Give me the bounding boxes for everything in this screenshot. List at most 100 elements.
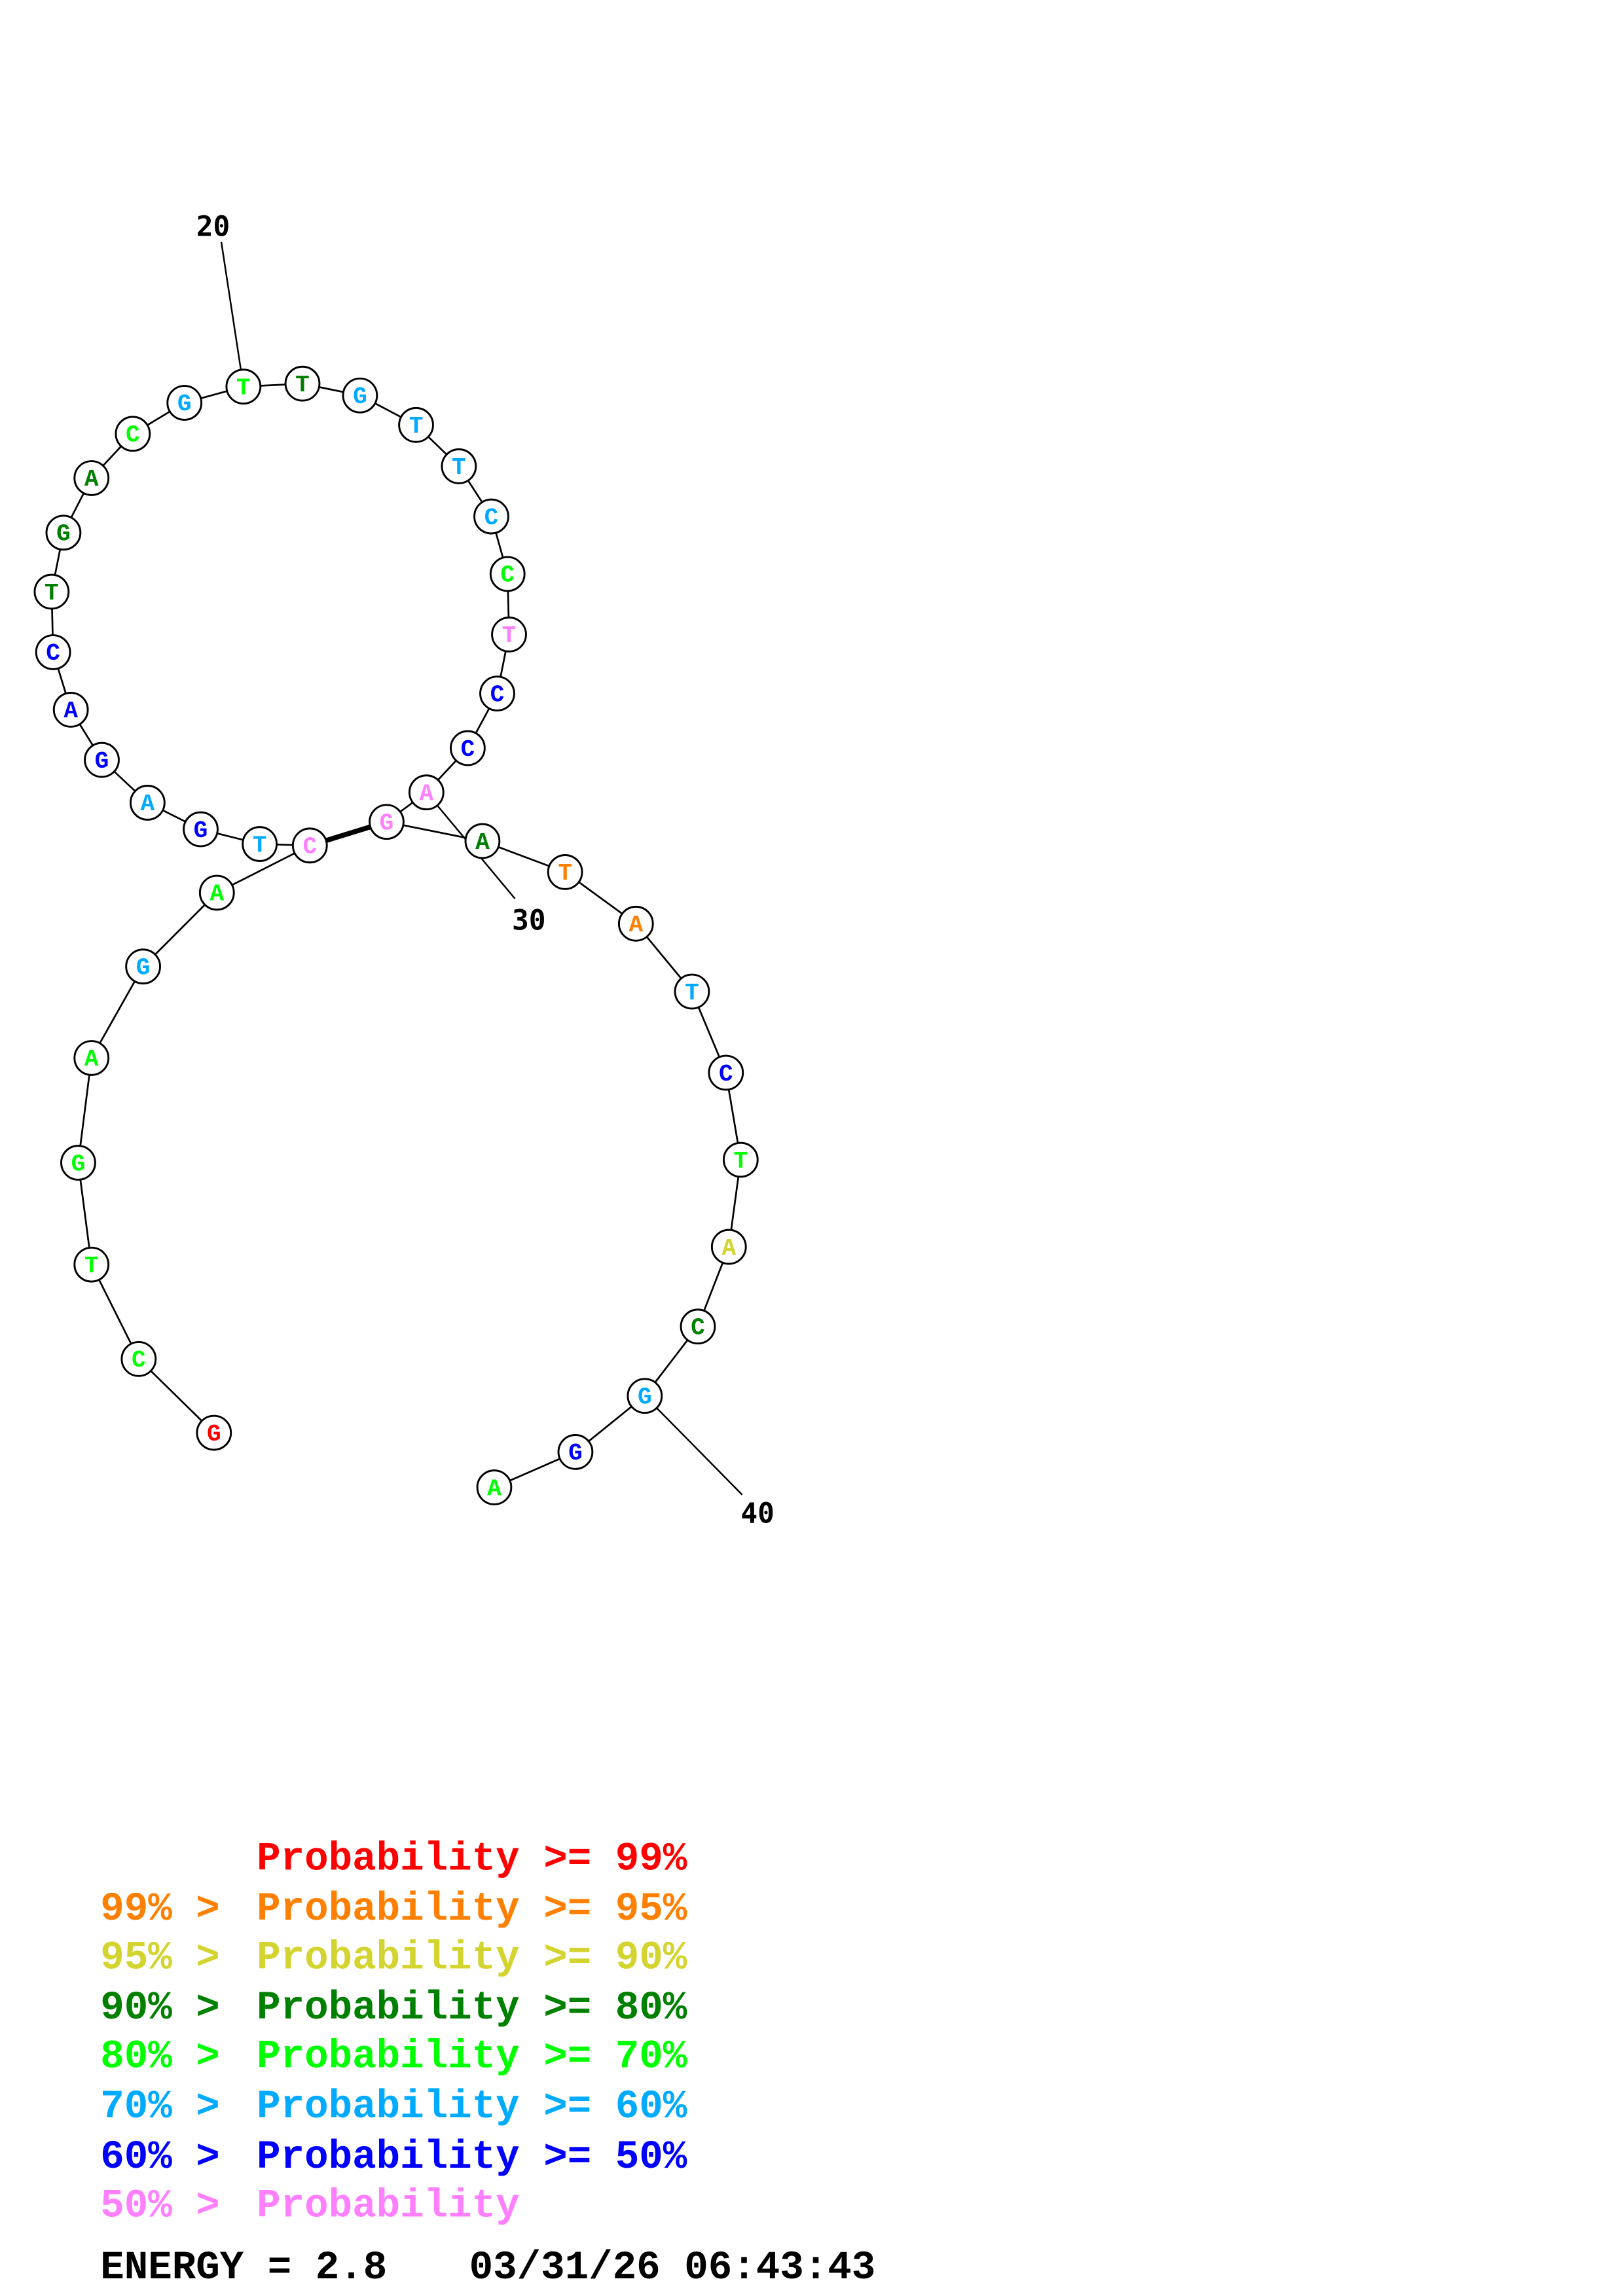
nucleotide-circle <box>115 416 151 452</box>
nucleotide-letter: C <box>126 422 140 449</box>
nucleotide-circle <box>547 854 583 890</box>
nucleotide: C <box>479 675 515 712</box>
position-tick <box>220 242 245 387</box>
nucleotide: T <box>398 406 434 443</box>
nucleotide-letter: T <box>45 580 59 607</box>
nucleotide: A <box>73 460 110 496</box>
legend-text: Probability >= 50% <box>257 2135 687 2180</box>
nucleotide-letter: A <box>475 829 490 856</box>
nucleotide-circle <box>129 785 166 821</box>
nucleotide-circle <box>722 1141 759 1178</box>
nucleotide-circle <box>464 823 501 859</box>
nucleotide-letter: C <box>691 1315 705 1342</box>
nucleotide-letter: G <box>568 1440 583 1467</box>
nucleotide-circle <box>166 385 203 421</box>
nucleotide: C <box>473 498 509 535</box>
nucleotide-circle <box>450 730 486 766</box>
probability-legend: Probability >= 99% 99% > Probability >= … <box>100 1837 687 2229</box>
nucleotide-circle <box>73 460 110 496</box>
nucleotide-circle <box>674 973 710 1010</box>
position-label: 20 <box>196 211 230 243</box>
nucleotide-letter: G <box>177 391 192 418</box>
nucleotide-letter: A <box>141 791 155 817</box>
legend-prefix: 70% > <box>100 2085 244 2130</box>
nucleotide-letter: G <box>194 817 208 844</box>
legend-row: 95% > Probability >= 90% <box>100 1935 687 1981</box>
nucleotide-circle <box>183 811 219 848</box>
nucleotide-letter: A <box>487 1475 501 1502</box>
nucleotide-circle <box>225 368 262 405</box>
nucleotide: C <box>291 827 328 864</box>
nucleotide-letter: C <box>500 562 515 589</box>
nucleotide-circle <box>398 406 434 443</box>
nucleotide: A <box>198 874 235 911</box>
nucleotide-circle <box>45 514 82 551</box>
nucleotide-circle <box>627 1378 663 1414</box>
nucleotide: T <box>73 1246 110 1283</box>
energy-value: ENERGY = 2.8 <box>100 2246 387 2291</box>
nucleotide: T <box>674 973 710 1010</box>
nucleotide-circle <box>369 804 405 840</box>
legend-text: Probability >= 95% <box>257 1887 687 1932</box>
nucleotide: G <box>60 1145 96 1181</box>
legend-row: 50% > Probability <box>100 2183 519 2229</box>
nucleotide: G <box>557 1434 594 1470</box>
nucleotide: C <box>450 730 486 766</box>
legend-row: 70% > Probability >= 60% <box>100 2085 687 2130</box>
nucleotide: G <box>627 1378 663 1414</box>
nucleotide: T <box>491 617 527 653</box>
nucleotide: G <box>84 742 120 778</box>
legend-row: 80% > Probability >= 70% <box>100 2035 687 2080</box>
nucleotide-letter: T <box>734 1148 748 1175</box>
nucleotide: T <box>225 368 262 405</box>
nucleotide-circle <box>52 692 89 728</box>
nucleotide: A <box>476 1469 513 1505</box>
nucleotide-circle <box>479 675 515 712</box>
nucleotide-circle <box>557 1434 594 1470</box>
nucleotide-circle <box>73 1246 110 1283</box>
legend-prefix: 80% > <box>100 2035 244 2080</box>
nucleotide-circle <box>198 874 235 911</box>
nucleotide-letter: A <box>721 1235 736 1262</box>
nucleotide-letter: T <box>502 622 517 649</box>
nucleotide: A <box>408 774 445 811</box>
nucleotide-circle <box>441 448 477 484</box>
nucleotide-letter: T <box>409 413 424 440</box>
legend-text: Probability >= 99% <box>257 1837 687 1882</box>
nucleotide-circle <box>491 617 527 653</box>
nucleotide-circle <box>473 498 509 535</box>
nucleotide-circle <box>120 1341 157 1377</box>
nucleotide: T <box>33 573 70 610</box>
legend-prefix: 90% > <box>100 1986 244 2031</box>
nucleotide-letter: C <box>302 834 317 861</box>
nucleotide-circle <box>84 742 120 778</box>
legend-prefix: 99% > <box>100 1887 244 1932</box>
nucleotide: A <box>617 905 654 942</box>
legend-text: Probability <box>257 2183 520 2229</box>
nucleotide-circle <box>710 1229 747 1265</box>
nucleotide: T <box>441 448 477 484</box>
nucleotide-letter: C <box>719 1061 733 1088</box>
nucleotide-letter: G <box>71 1151 86 1177</box>
nucleotide: T <box>284 365 321 402</box>
nucleotide-letter: C <box>490 681 505 708</box>
legend-text: Probability >= 90% <box>257 1935 687 1981</box>
legend-row: 99% > Probability >= 95% <box>100 1887 687 1932</box>
nucleotide: T <box>722 1141 759 1178</box>
legend-text: Probability >= 80% <box>257 1986 687 2031</box>
nucleotide-circle <box>342 377 378 414</box>
legend-text: Probability >= 70% <box>257 2035 687 2080</box>
nucleotide-circle <box>489 556 526 592</box>
legend-prefix: 50% > <box>100 2183 244 2229</box>
nucleotide: C <box>115 416 151 452</box>
nucleotide-letter: A <box>64 698 78 725</box>
nucleotide-circle <box>408 774 445 811</box>
nucleotide-letter: T <box>685 980 699 1007</box>
nucleotide: A <box>710 1229 747 1265</box>
nucleotide-letter: G <box>136 954 151 981</box>
nucleotide-circle <box>73 1040 110 1076</box>
nucleotide: C <box>489 556 526 592</box>
nucleotide-letter: A <box>210 881 224 908</box>
